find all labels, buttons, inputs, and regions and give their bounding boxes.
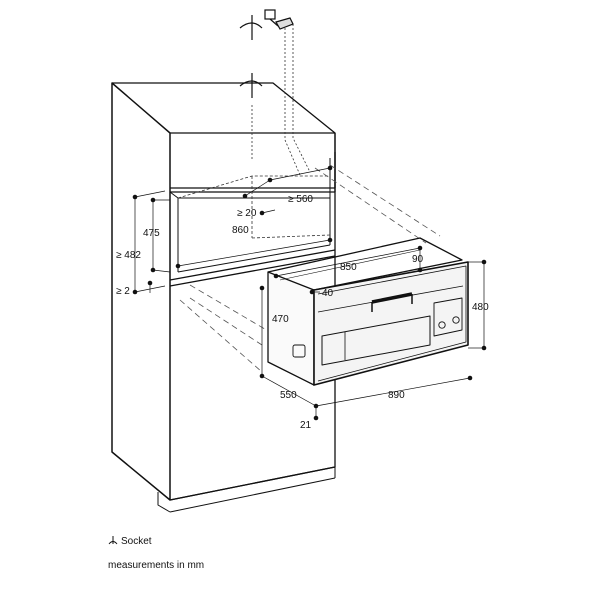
label-21: 21 — [300, 420, 312, 431]
legend-units: measurements in mm — [108, 560, 204, 571]
projection-lines — [179, 164, 441, 373]
label-20: ≥ 20 — [237, 208, 257, 219]
label-40: 40 — [322, 288, 334, 299]
label-480: 480 — [472, 302, 489, 313]
socket-connection-lines — [251, 24, 311, 176]
dimension-labels: ≥ 560 ≥ 20 475 ≥ 482 860 ≥ 2 850 90 40 4… — [116, 194, 489, 431]
legend-units-label: measurements in mm — [108, 560, 205, 571]
niche-hidden-lines — [177, 175, 331, 239]
legend-socket-label: Socket — [121, 536, 152, 547]
socket-symbol-icon — [108, 536, 118, 545]
label-850: 850 — [340, 262, 357, 273]
label-560: ≥ 560 — [288, 194, 313, 205]
label-860: 860 — [232, 225, 249, 236]
label-90: 90 — [412, 254, 424, 265]
appliance — [267, 237, 469, 386]
label-890: 890 — [388, 390, 405, 401]
dimension-endpoints — [132, 165, 487, 421]
label-2: ≥ 2 — [116, 286, 130, 297]
label-482: ≥ 482 — [116, 250, 141, 261]
legend-socket: Socket — [108, 535, 152, 547]
label-475: 475 — [143, 228, 160, 239]
label-550: 550 — [280, 390, 297, 401]
label-470: 470 — [272, 314, 289, 325]
